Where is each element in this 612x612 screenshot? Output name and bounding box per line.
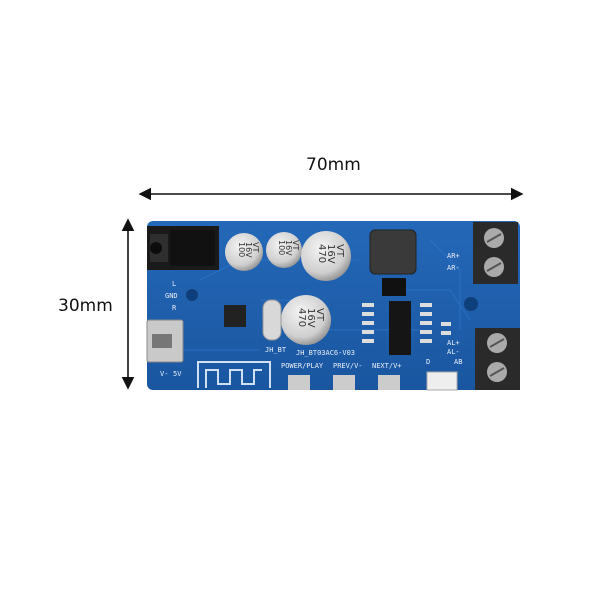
amplifier-ic [389,301,411,355]
svg-text:VT: VT [251,242,260,252]
silk-ab: AB [454,358,462,366]
svg-text:VT: VT [314,308,325,322]
width-dimension-label: 70mm [306,155,361,175]
svg-text:16V: 16V [284,240,293,256]
pcb-antenna [197,361,271,388]
silk-prev: PREV/V- [333,362,363,370]
crystal [262,299,282,341]
next-button[interactable] [378,375,400,390]
svg-text:470: 470 [296,308,307,327]
silk-ar-plus: AR+ [447,252,460,260]
silk-module: JH_BT [265,346,287,354]
capacitor-3: 470 16V VT [301,231,351,281]
svg-text:470: 470 [316,244,327,263]
silk-gnd: GND [165,292,178,300]
svg-text:VT: VT [291,240,300,250]
height-dimension-label: 30mm [58,296,113,316]
silk-next: NEXT/V+ [372,362,402,370]
silk-v-minus: V- [160,370,168,378]
svg-text:VT: VT [334,244,345,258]
bluetooth-chip [224,305,246,327]
audio-jack [147,226,219,270]
svg-text:16V: 16V [244,242,253,258]
svg-text:16V: 16V [325,244,336,264]
slide-switch [426,371,458,391]
prev-button[interactable] [333,375,355,390]
silk-l: L [172,280,176,288]
capacitor-2: 100 16V VT [266,232,302,268]
silk-d: D [426,358,430,366]
silk-model: JH_BT03AC6-V03 [296,349,355,357]
svg-text:100: 100 [277,240,286,255]
power-play-button[interactable] [288,375,310,390]
svg-text:100: 100 [237,242,246,257]
capacitor-4: 470 16V VT [281,295,331,345]
silk-r: R [172,304,177,312]
right-speaker-terminal [473,222,518,284]
silk-al-plus: AL+ [447,339,460,347]
svg-text:16V: 16V [305,308,316,328]
capacitor-1: 100 16V VT [225,233,263,271]
silk-ar-minus: AR- [447,264,460,272]
left-speaker-terminal [475,328,520,390]
silk-5v: 5V [173,370,182,378]
silk-al-minus: AL- [447,348,460,356]
silk-power-play: POWER/PLAY [281,362,324,370]
inductor [369,229,417,275]
